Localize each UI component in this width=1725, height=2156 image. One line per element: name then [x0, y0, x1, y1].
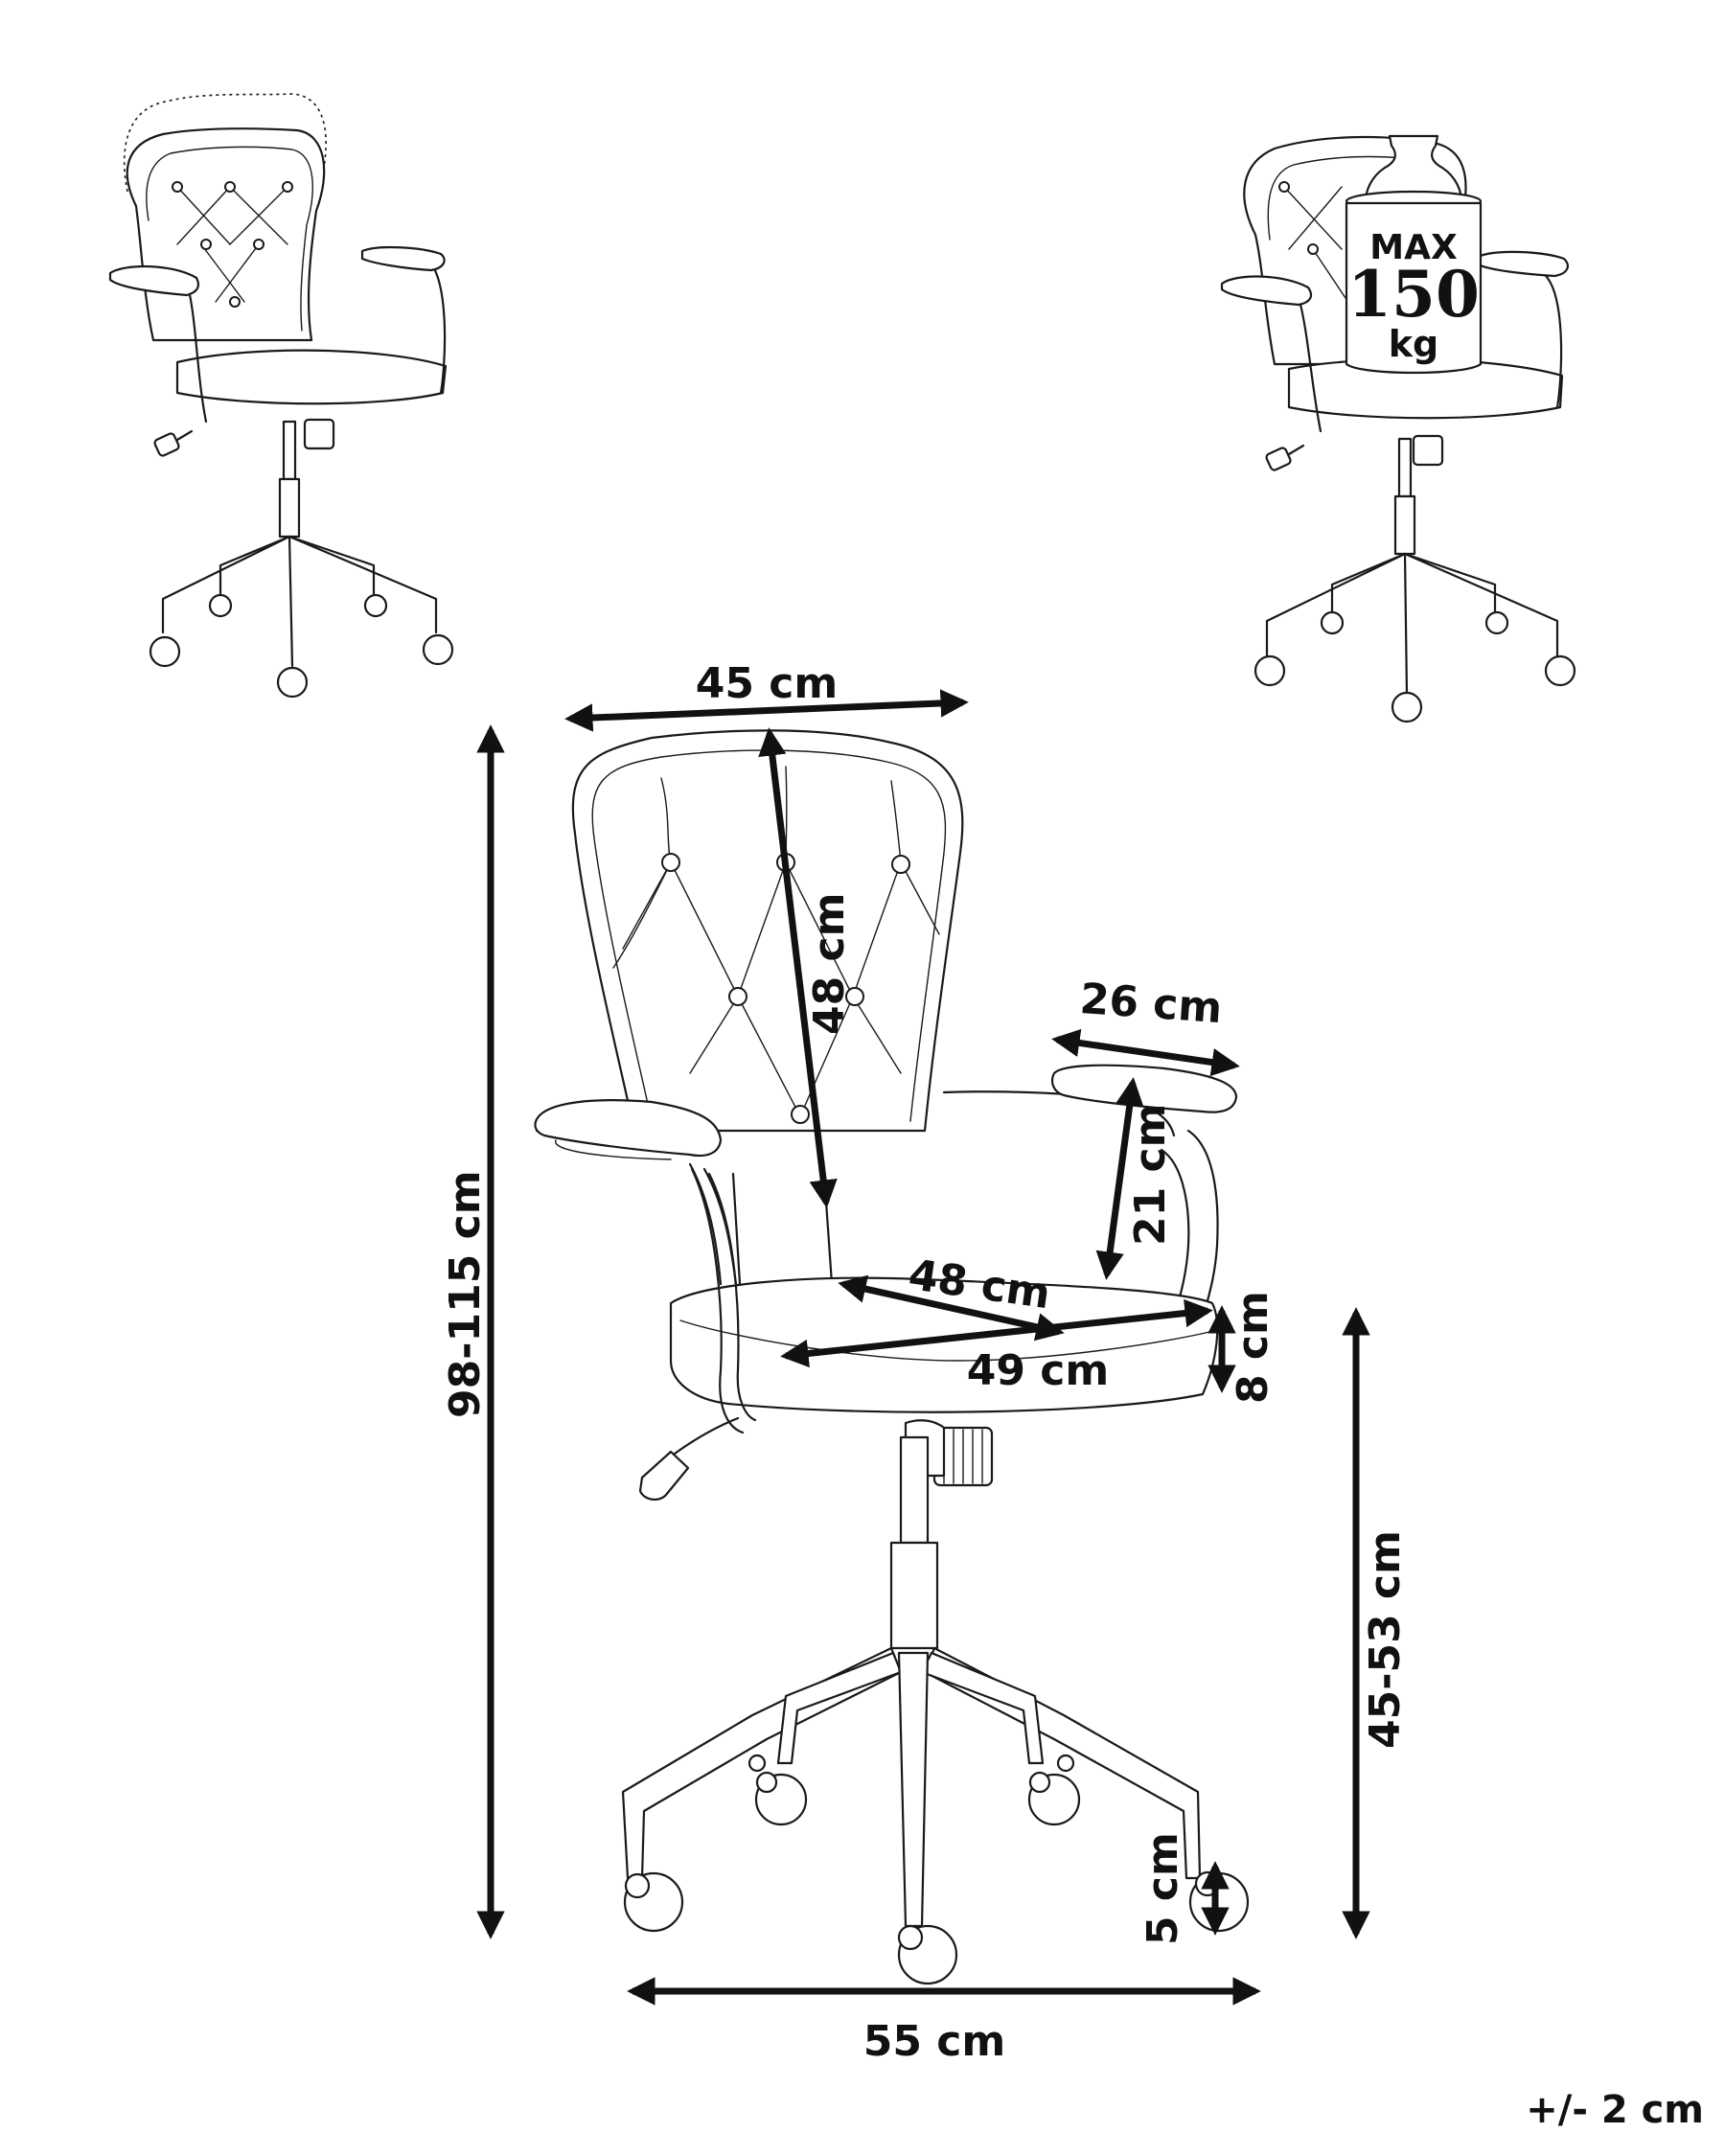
label-armrest-height: 21 cm	[1126, 1104, 1175, 1246]
label-backrest-height: 48 cm	[805, 893, 854, 1035]
arrow-armrest-length	[1051, 1028, 1240, 1077]
main-chair-drawing	[534, 729, 1250, 1985]
small-chair-max-load-illustration: MAX 150 kg	[1220, 134, 1576, 723]
arrow-backrest-height	[758, 727, 838, 1208]
max-load-line2: 150	[1347, 257, 1480, 332]
max-load-line1: MAX	[1369, 228, 1458, 267]
tolerance-note: +/- 2 cm	[1526, 2088, 1704, 2132]
label-seat-thickness: 8 cm	[1229, 1291, 1277, 1404]
arrow-seat-width	[780, 1298, 1213, 1368]
arrow-overall-width	[564, 689, 969, 732]
max-load-line3: kg	[1389, 323, 1438, 365]
small-chair-height-adjust-illustration	[108, 93, 454, 699]
label-overall-width: 45 cm	[696, 659, 838, 708]
dimension-arrows	[476, 689, 1370, 2006]
label-wheel-height: 5 cm	[1138, 1832, 1187, 1945]
label-base-width: 55 cm	[863, 2017, 1005, 2066]
arrow-armrest-height	[1095, 1077, 1144, 1280]
label-seat-height: 45-53 cm	[1361, 1530, 1410, 1749]
label-armrest-length: 26 cm	[1078, 975, 1224, 1033]
dimension-labels: 45 cm 48 cm 26 cm 21 cm 48 cm 49 cm 8 cm…	[441, 659, 1704, 2132]
label-seat-width: 49 cm	[967, 1346, 1109, 1395]
label-total-height: 98-115 cm	[441, 1170, 490, 1418]
max-load-weight-icon: MAX 150 kg	[1345, 134, 1483, 375]
